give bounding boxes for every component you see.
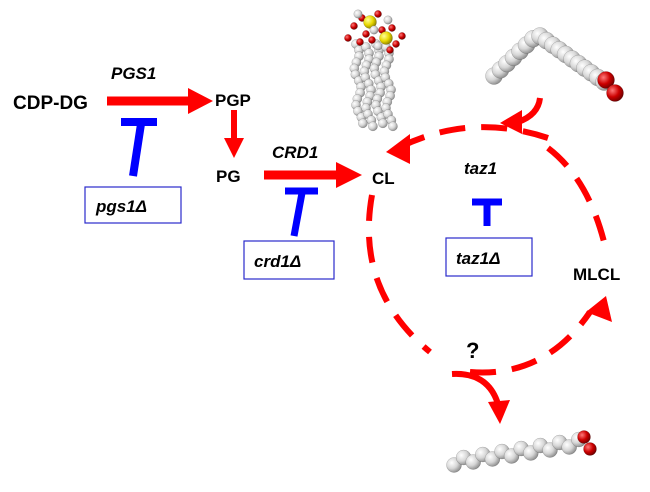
- oxygen-atom: [344, 34, 352, 42]
- oxygen-atom: [388, 24, 396, 32]
- phosphorus-atom: [363, 15, 377, 29]
- oxygen-atom: [368, 36, 376, 44]
- carbon-atom: [369, 25, 379, 35]
- pgs1-delta-box: [84, 186, 182, 224]
- crd1-delta-label: crd1Δ: [254, 252, 301, 271]
- oxygen-atom: [356, 38, 364, 46]
- unknown-step-label: ?: [466, 338, 479, 363]
- arrowhead-to-cl: [386, 134, 410, 164]
- arrow-acyl-donor: [500, 97, 543, 134]
- oxygen-atom: [606, 84, 624, 102]
- crd1-enzyme-label: CRD1: [272, 143, 318, 162]
- taz1-enzyme-label: taz1: [464, 159, 497, 178]
- oxygen-atom: [350, 22, 358, 30]
- taz1-delta-label: taz1Δ: [456, 249, 500, 268]
- carbon-atom: [353, 9, 363, 19]
- arrow-pgp-to-pg: [224, 110, 244, 158]
- cardiolipin-model-icon: [344, 9, 406, 132]
- inhibition-pgs1: [121, 118, 157, 177]
- cycle-arc-left: [365, 194, 432, 355]
- oxygen-atom: [398, 32, 406, 40]
- pg-label: PG: [216, 167, 241, 186]
- pgs1-enzyme-label: PGS1: [111, 64, 156, 83]
- oxygen-atom: [392, 40, 400, 48]
- phosphorus-atom: [379, 31, 393, 45]
- oxygen-atom: [597, 71, 615, 89]
- cycle-arrowheads: [386, 134, 612, 322]
- arrowhead-to-mlcl: [586, 296, 612, 322]
- carbon-atom: [368, 121, 378, 132]
- cycle-arc-top: [396, 124, 549, 151]
- free-fatty-acid-icon: [446, 430, 597, 473]
- oxygen-atom: [374, 10, 382, 18]
- oxygen-atom: [386, 46, 394, 54]
- arrow-pg-to-cl: [264, 162, 362, 188]
- oxygen-atom: [583, 442, 597, 456]
- pgs1-delta-label: pgs1Δ: [95, 197, 147, 216]
- arrow-fatty-acid-release: [451, 370, 510, 424]
- taz1-delta-box: [445, 237, 533, 277]
- mlcl-label: MLCL: [573, 265, 620, 284]
- inhibition-taz1: [472, 198, 502, 226]
- carbon-atom: [373, 41, 383, 51]
- oxygen-atom: [577, 430, 591, 444]
- cycle-arc-right: [546, 145, 609, 251]
- cycle-arc-bottom: [469, 310, 593, 376]
- fatty-acyl-chain-icon: [485, 27, 624, 102]
- arrow-cdpdg-to-pgp: [107, 88, 213, 114]
- carbon-atom: [388, 121, 398, 132]
- crd1-delta-box: [243, 240, 335, 280]
- cl-label: CL: [372, 169, 395, 188]
- oxygen-atom: [362, 30, 370, 38]
- carbon-atom: [383, 15, 393, 25]
- carbon-atom: [378, 118, 388, 129]
- carbon-atom: [358, 118, 368, 129]
- cdp-dg-label: CDP-DG: [13, 93, 88, 114]
- pgp-label: PGP: [215, 91, 251, 110]
- remodeling-cycle: [365, 124, 609, 376]
- inhibition-crd1: [285, 187, 318, 237]
